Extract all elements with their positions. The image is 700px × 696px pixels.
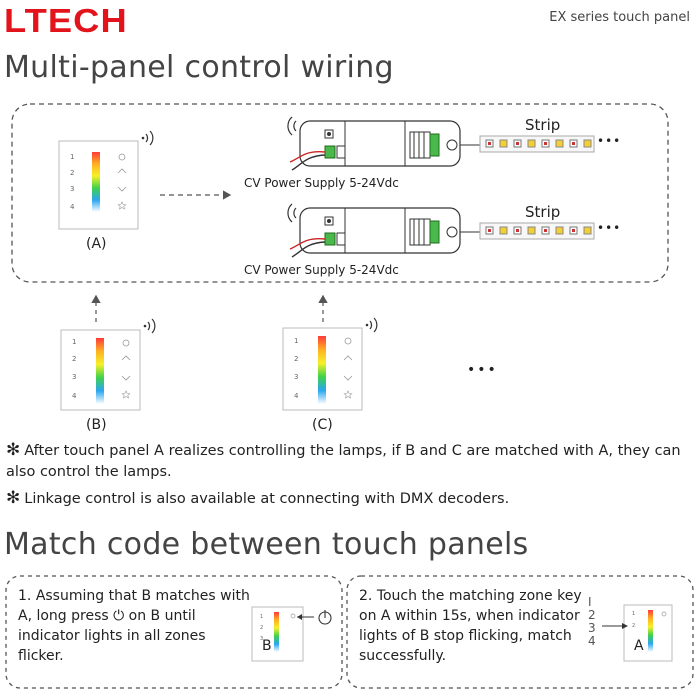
led-strip-1 [479,135,595,153]
panel-c: 1 2 3 4 [282,317,378,411]
svg-text:2: 2 [294,355,298,363]
zone-1: I [588,595,592,609]
svg-text:3: 3 [70,185,74,193]
step-2-number: 2. [359,588,373,604]
step-1-number: 1. [18,588,32,604]
strip-1-label: Strip [525,116,561,134]
strip-2-label: Strip [525,203,561,221]
power-supply-1 [287,116,480,171]
svg-text:4: 4 [70,203,75,211]
more-panels-ellipsis: ••• [467,362,498,378]
svg-text:1: 1 [70,153,74,161]
wireless-icon [145,130,154,146]
note-1: ✻After touch panel A realizes controllin… [6,440,686,483]
svg-text:4: 4 [72,392,77,400]
step-2-panel-label: A [634,638,644,654]
step-1-text: Assuming that B matches with A, long pre… [18,588,250,664]
step-1: 1. Assuming that B matches with A, long … [18,586,250,666]
panel-c-label: (C) [312,417,333,433]
step-2-zone-keys: I 2 3 4 [588,596,596,648]
strip-1-ellipsis: ••• [597,134,622,148]
svg-text:2: 2 [260,625,263,631]
section-title-wiring: Multi-panel control wiring [4,50,394,85]
asterisk-icon: ✻ [6,440,21,460]
asterisk-icon: ✻ [6,488,21,508]
ltech-logo: LTECH [4,2,128,39]
svg-text:1: 1 [72,338,76,346]
zone-3: 3 [588,621,596,635]
panel-a: 1 2 3 4 [58,130,154,230]
group-enclosure [11,103,669,283]
step-2-text: Touch the matching zone key on A within … [359,588,582,664]
svg-text:3: 3 [260,636,263,642]
svg-text:2: 2 [632,623,635,629]
led-strip-2 [479,222,595,240]
svg-text:1: 1 [260,614,263,620]
power-supply-2 [287,203,480,258]
panel-b-label: (B) [86,417,107,433]
panel-b: 1 2 3 4 [60,318,156,411]
power-supply-2-label: CV Power Supply 5-24Vdc [244,263,399,277]
note-1-text: After touch panel A realizes controlling… [6,443,681,480]
svg-text:2: 2 [70,169,74,177]
panel-a-label: (A) [86,236,107,252]
svg-text:4: 4 [294,392,299,400]
svg-text:3: 3 [72,373,76,381]
strip-2-ellipsis: ••• [597,221,622,235]
svg-text:3: 3 [294,373,298,381]
step-2: 2. Touch the matching zone key on A with… [359,586,587,666]
svg-text:1: 1 [294,337,298,345]
section-title-match: Match code between touch panels [4,527,529,562]
step-1-panel-label: B [262,638,272,654]
series-label: EX series touch panel [549,10,690,25]
wiring-diagram: 1 2 3 4 [11,103,669,411]
zone-2: 2 [588,608,596,622]
zone-4: 4 [588,634,596,648]
svg-text:2: 2 [72,355,76,363]
note-2-text: Linkage control is also available at con… [24,491,510,507]
note-2: ✻Linkage control is also available at co… [6,488,686,510]
steps-frames: 1 2 3 1 2 [5,575,694,689]
svg-text:1: 1 [632,611,635,617]
power-supply-1-label: CV Power Supply 5-24Vdc [244,176,399,190]
